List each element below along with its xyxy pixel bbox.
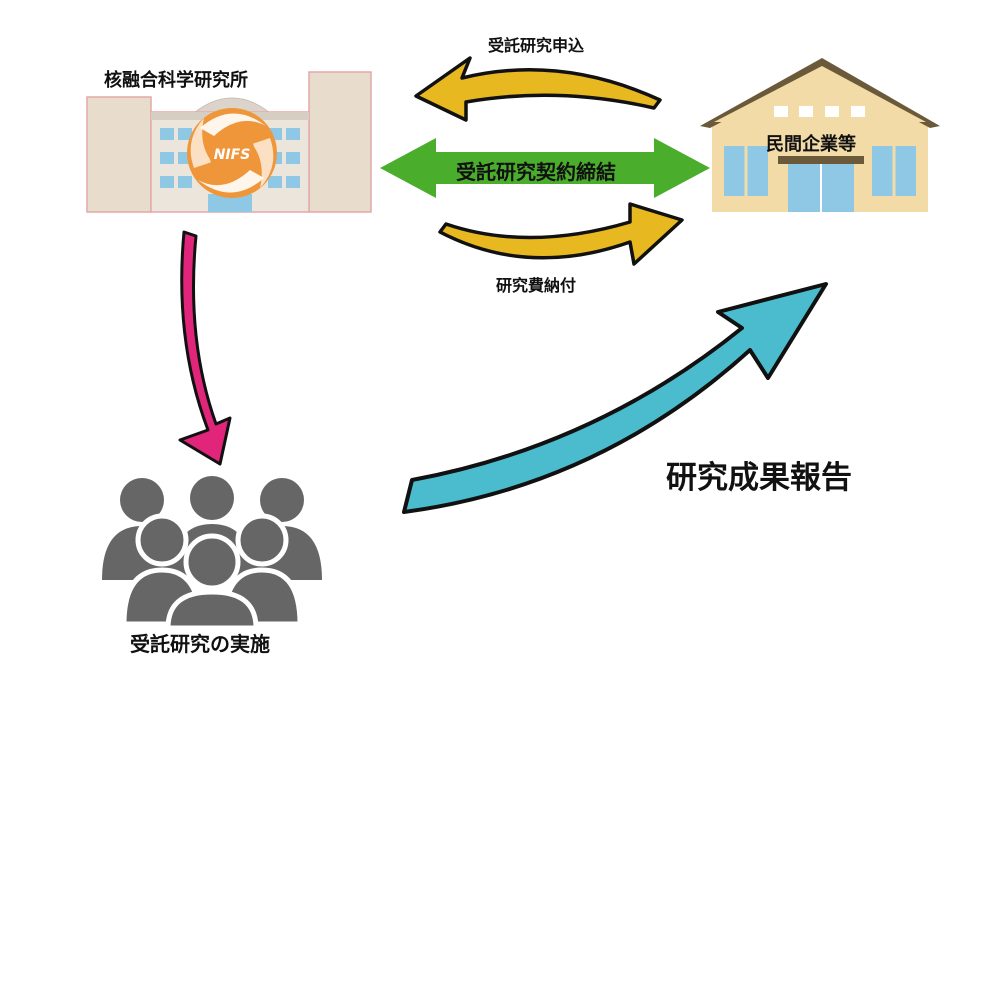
people-group-icon xyxy=(102,476,322,631)
researchers-label: 受託研究の実施 xyxy=(130,632,270,656)
payment-label: 研究費納付 xyxy=(496,276,577,295)
application-arrow xyxy=(414,56,662,122)
nifs-logo-text: NIFS xyxy=(214,147,251,163)
company-house-icon xyxy=(700,58,940,212)
contract-label: 受託研究契約締結 xyxy=(456,160,616,184)
contract-arrow xyxy=(380,138,710,198)
dispatch-arrow xyxy=(178,230,232,466)
company-label: 民間企業等 xyxy=(766,134,856,155)
report-label: 研究成果報告 xyxy=(666,460,852,496)
institute-building-icon xyxy=(86,71,372,213)
institute-label: 核融合科学研究所 xyxy=(104,70,248,91)
application-label: 受託研究申込 xyxy=(488,36,585,55)
report-arrow xyxy=(402,282,828,514)
nifs-logo-icon xyxy=(187,108,277,198)
payment-arrow xyxy=(438,202,684,266)
